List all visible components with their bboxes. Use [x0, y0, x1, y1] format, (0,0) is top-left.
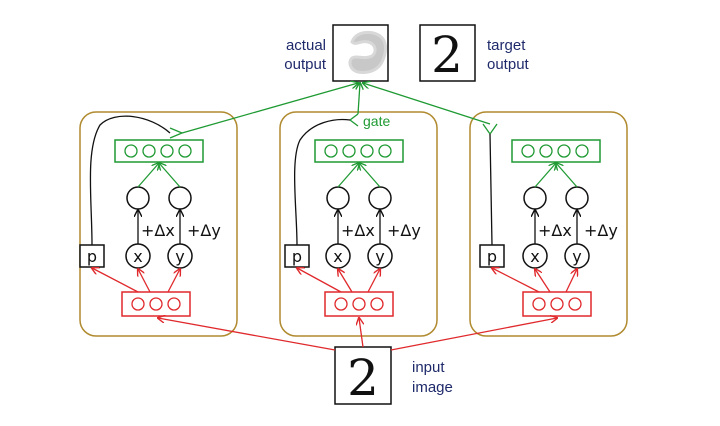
arrow-green	[137, 163, 159, 188]
recognition-unit	[568, 297, 582, 311]
gate-wire	[293, 118, 351, 246]
target-output-label-line1: target	[487, 37, 526, 54]
output-unit	[378, 144, 392, 158]
arrow-green-to-output	[363, 83, 491, 125]
output-layer	[114, 139, 204, 163]
gate-wire	[489, 133, 493, 246]
output-unit	[557, 144, 571, 158]
actual-output: actual output	[284, 24, 389, 82]
gate-marker	[348, 113, 359, 127]
gate-label: gate	[363, 113, 390, 129]
recognition-unit	[370, 297, 384, 311]
output-unit	[521, 144, 535, 158]
output-unit	[324, 144, 338, 158]
arrow-green	[159, 163, 181, 188]
delta-x-label: +Δx	[141, 221, 175, 240]
arrow-red	[492, 268, 540, 293]
module-border	[469, 111, 628, 337]
hidden-unit-x	[523, 186, 547, 210]
hidden-unit-y	[565, 186, 589, 210]
output-unit	[575, 144, 589, 158]
output-unit	[178, 144, 192, 158]
output-unit	[124, 144, 138, 158]
arrow-red	[367, 269, 380, 293]
delta-y-label: +Δy	[584, 221, 618, 240]
arrow-red	[338, 269, 353, 293]
arrow-red	[565, 269, 577, 293]
input-image-frame	[334, 346, 392, 405]
module-right: p x y +Δx +Δy	[469, 111, 628, 337]
arrow-green-to-output	[358, 83, 360, 115]
actual-output-label-line2: output	[284, 56, 327, 73]
target-output-image-frame	[419, 24, 476, 82]
arrow-red-from-input	[390, 318, 557, 351]
arrow-red	[297, 268, 342, 293]
gate-marker	[482, 123, 498, 136]
delta-y-label: +Δy	[187, 221, 221, 240]
hidden-unit-x	[326, 186, 350, 210]
input-image-label-line2: image	[412, 379, 453, 396]
target-output-label-line2: output	[487, 56, 530, 73]
y-label: y	[572, 247, 581, 266]
recognition-unit	[532, 297, 546, 311]
module-middle: gate p x y +Δx +Δy	[279, 111, 438, 337]
arrow-green	[534, 163, 556, 188]
hidden-unit-x	[126, 186, 150, 210]
gate-wire	[89, 115, 171, 246]
input-digit-glyph: 2	[347, 349, 379, 407]
target-output: 2 target output	[419, 24, 530, 84]
recognition-layer	[522, 291, 592, 317]
input-connections	[158, 318, 557, 351]
recognition-unit	[352, 297, 366, 311]
delta-x-label: +Δx	[538, 221, 572, 240]
arrow-red	[167, 269, 180, 293]
arrow-red	[535, 269, 551, 293]
arrow-green-to-output	[181, 83, 358, 134]
arrow-red-from-input	[158, 318, 336, 351]
target-digit-glyph: 2	[431, 26, 463, 84]
arrow-green	[337, 163, 359, 188]
output-unit	[360, 144, 374, 158]
input-image-label-line1: input	[412, 359, 445, 376]
x-label: x	[530, 247, 539, 266]
x-label: x	[133, 247, 142, 266]
output-unit	[539, 144, 553, 158]
arrow-green	[359, 163, 381, 188]
recognition-unit	[167, 297, 181, 311]
delta-y-label: +Δy	[387, 221, 421, 240]
module-border	[79, 111, 238, 337]
recognition-unit	[550, 297, 564, 311]
recognition-layer	[324, 291, 394, 317]
recognition-layer	[121, 291, 191, 317]
presence-label: p	[292, 247, 302, 266]
output-layer	[511, 139, 601, 163]
output-layer	[314, 139, 404, 163]
y-label: y	[375, 247, 384, 266]
input-image: 2 input image	[334, 346, 453, 407]
hidden-unit-y	[368, 186, 392, 210]
x-label: x	[333, 247, 342, 266]
y-label: y	[175, 247, 184, 266]
recognition-unit	[334, 297, 348, 311]
arrow-red-from-input	[359, 318, 363, 348]
output-unit	[160, 144, 174, 158]
output-connections	[181, 83, 491, 134]
arrow-red	[138, 269, 151, 293]
recognition-unit	[149, 297, 163, 311]
actual-output-blob	[348, 30, 387, 74]
arrow-red	[92, 268, 139, 293]
module-left: p x y +Δx +Δy	[79, 111, 238, 337]
gate-marker	[169, 127, 184, 139]
presence-label: p	[87, 247, 97, 266]
actual-output-label-line1: actual	[286, 37, 326, 54]
output-unit	[142, 144, 156, 158]
hidden-unit-y	[168, 186, 192, 210]
presence-label: p	[487, 247, 497, 266]
output-unit	[342, 144, 356, 158]
arrow-green	[556, 163, 578, 188]
delta-x-label: +Δx	[341, 221, 375, 240]
recognition-unit	[131, 297, 145, 311]
